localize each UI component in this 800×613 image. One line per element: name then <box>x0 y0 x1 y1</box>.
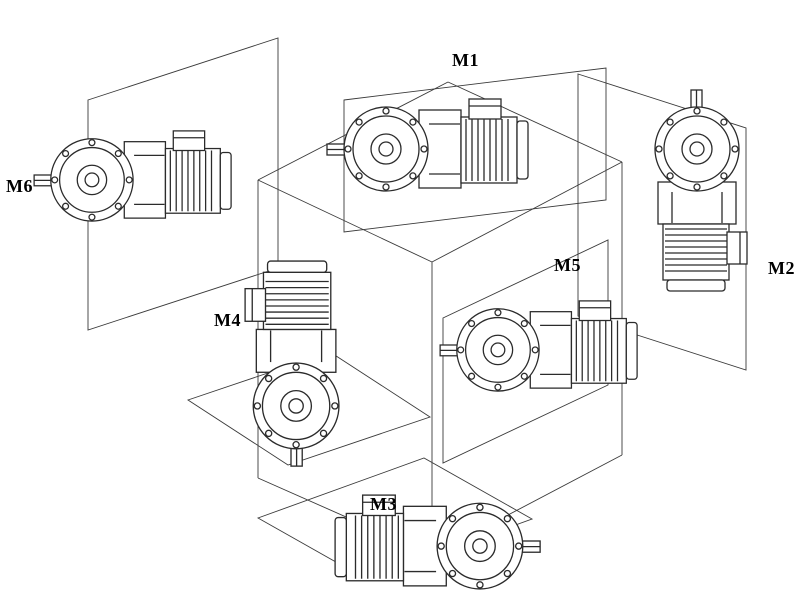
gearmotor-m4-illustration <box>244 260 340 467</box>
gearmotor-m2-illustration <box>654 89 748 292</box>
label-m5: M5 <box>554 255 581 275</box>
mounting-plane-m3 <box>256 457 534 580</box>
mounting-plane-m5 <box>442 239 609 464</box>
gearmotor-m6-illustration <box>33 130 232 222</box>
gearmotor-m1-illustration <box>326 98 529 192</box>
label-m6: M6 <box>6 176 33 196</box>
gearmotor-m5-illustration <box>439 300 638 392</box>
label-m3: M3 <box>370 494 397 514</box>
mounting-planes <box>87 37 747 580</box>
reference-cube <box>257 81 623 556</box>
label-m1: M1 <box>452 50 479 70</box>
label-m4: M4 <box>214 310 241 330</box>
mounting-plane-m1 <box>343 67 607 233</box>
label-m2: M2 <box>768 258 795 278</box>
gearmotor-m3-illustration <box>334 494 541 590</box>
